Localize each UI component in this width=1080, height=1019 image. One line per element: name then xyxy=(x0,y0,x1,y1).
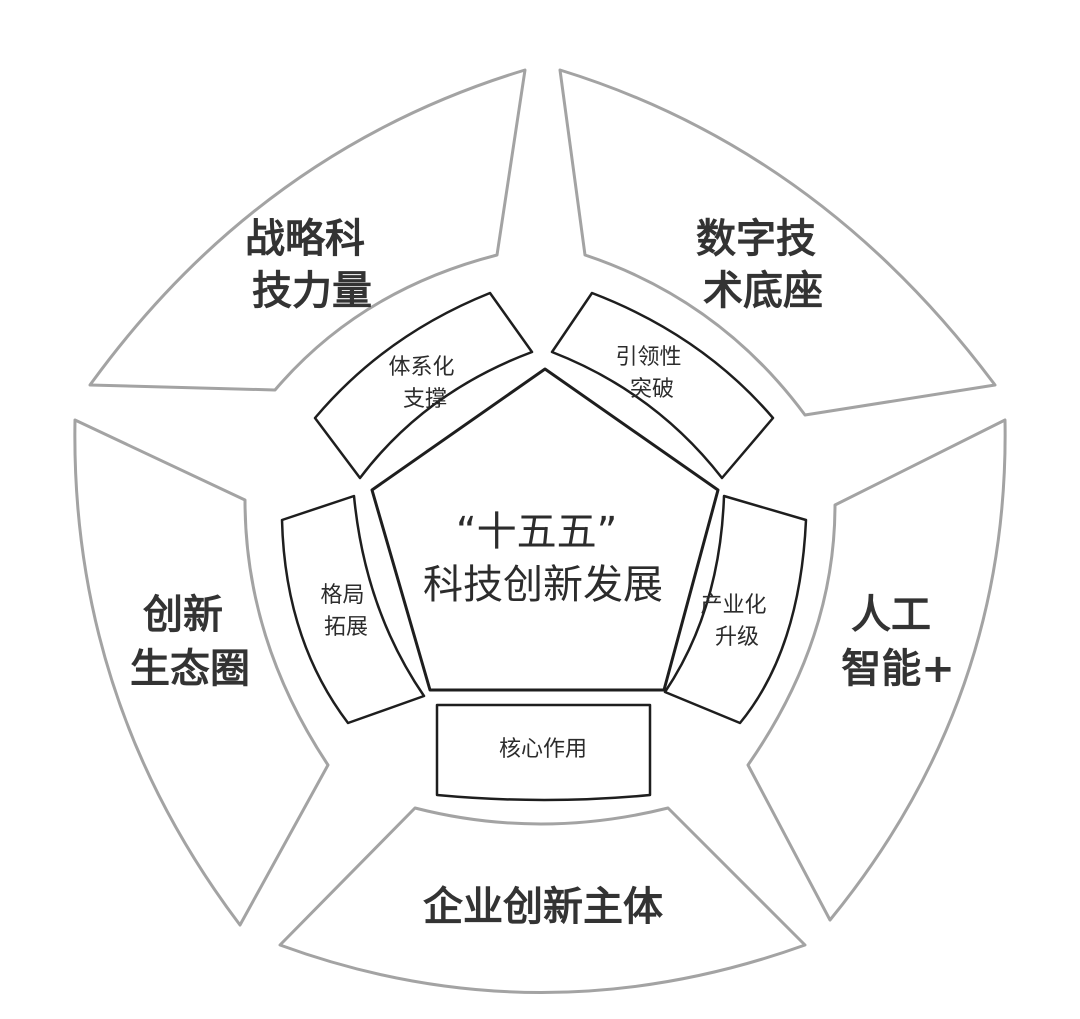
outer-segment-strategic-tech xyxy=(88,68,527,392)
outer-label-digital-base: 数字技 术底座 xyxy=(696,216,830,314)
middle-label-core-role: 核心作用 xyxy=(499,737,587,762)
center-title-line: 科技创新发展 xyxy=(423,562,663,608)
outer-label-line: 术底座 xyxy=(703,268,823,314)
outer-label-line: 生态圈 xyxy=(130,646,250,692)
center-title-line: “十五五” xyxy=(456,509,617,555)
middle-ring xyxy=(280,291,808,802)
outer-label-strategic-tech: 战略科 技力量 xyxy=(245,216,379,314)
outer-label-line: 创新 xyxy=(143,592,223,638)
outer-segment-enterprise xyxy=(278,806,807,994)
middle-segment-systematic-support xyxy=(313,291,534,480)
outer-labels: 战略科 技力量 数字技 术底座 人工 智能+ 企业创新主体 创新 生态圈 xyxy=(130,216,955,930)
middle-label-line: 支撑 xyxy=(403,387,447,412)
outer-ring xyxy=(73,68,1007,994)
middle-segment-leading-breakthrough xyxy=(550,291,775,480)
middle-segment-industrial-upgrade xyxy=(663,494,808,725)
outer-label-line: 人工 xyxy=(851,592,931,638)
middle-label-pattern-expansion: 格局 拓展 xyxy=(320,583,371,640)
center-labels: “十五五” 科技创新发展 xyxy=(423,509,663,608)
middle-label-line: 拓展 xyxy=(324,615,368,640)
outer-label-line: 技力量 xyxy=(252,268,372,314)
outer-label-ai-plus: 人工 智能+ xyxy=(841,592,955,692)
outer-label-line: 数字技 xyxy=(696,216,816,262)
middle-segment-core-role xyxy=(435,703,652,802)
outer-segment-digital-base xyxy=(558,68,997,417)
middle-label-line: 体系化 xyxy=(388,355,454,380)
middle-label-industrial-upgrade: 产业化 升级 xyxy=(700,593,773,650)
outer-segment-ai-plus xyxy=(746,418,1007,922)
outer-segment-ecosystem xyxy=(73,418,330,927)
middle-label-line: 引领性 xyxy=(615,345,681,370)
middle-label-line: 核心作用 xyxy=(499,737,587,762)
core-pentagon xyxy=(370,367,720,692)
middle-label-line: 格局 xyxy=(320,583,364,608)
outer-label-line: 企业创新主体 xyxy=(423,884,663,930)
middle-label-line: 升级 xyxy=(715,625,759,650)
center-title: “十五五” 科技创新发展 xyxy=(423,509,663,608)
outer-label-enterprise: 企业创新主体 xyxy=(423,884,663,930)
outer-label-line: 智能+ xyxy=(841,646,955,692)
outer-label-ecosystem: 创新 生态圈 xyxy=(130,592,250,692)
middle-label-leading-breakthrough: 引领性 突破 xyxy=(615,345,688,402)
middle-labels: 体系化 支撑 引领性 突破 产业化 升级 核心作用 格局 拓展 xyxy=(320,345,773,762)
middle-label-systematic-support: 体系化 支撑 xyxy=(388,355,461,412)
middle-segment-pattern-expansion xyxy=(280,494,426,725)
outer-label-line: 战略科 xyxy=(245,216,365,262)
middle-label-line: 突破 xyxy=(630,377,674,402)
middle-label-line: 产业化 xyxy=(700,593,766,618)
